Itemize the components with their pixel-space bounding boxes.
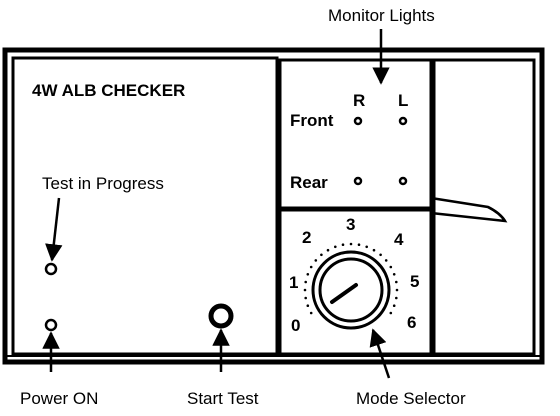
dial-tick [395,296,398,300]
dial-number-5: 5 [410,272,419,291]
dial-number-0: 0 [291,316,300,335]
mode-selector-pointer [330,283,358,304]
dial-number-6: 6 [407,313,416,332]
dial-tick [365,245,369,249]
dial-ticks [303,242,399,315]
dial-tick [304,296,308,300]
dial-tick [392,304,396,308]
monitor-row-front: Front [290,111,334,130]
dial-tick [304,280,308,284]
dial-tick [395,288,399,292]
mode-selector-label: Mode Selector [356,389,466,408]
dial-tick [309,311,313,315]
dial-tick [334,245,337,249]
dial-tick [389,265,393,269]
dial-number-3: 3 [346,215,355,234]
dial-number-1: 1 [289,273,298,292]
monitor-col-right: R [353,91,365,110]
main-panel [11,56,279,356]
lamp-rear-left [398,176,408,186]
dial-tick [395,280,398,284]
lamp-front-left [398,116,408,126]
dial-tick [357,243,361,246]
start-test-button[interactable] [208,303,234,329]
dial-tick [389,311,393,315]
start-test-label: Start Test [187,389,259,408]
lamp-rear-right [353,176,363,186]
dial-tick [314,259,318,262]
mode-selector-arrow [369,328,391,379]
dial-tick [303,288,307,292]
lamp-front-right [353,116,363,126]
test-in-progress-lamp [44,262,58,276]
dial-tick [349,242,353,246]
dial-tick [306,273,310,276]
power-on-label: Power ON [20,389,98,408]
monitor-lights-label: Monitor Lights [328,6,435,25]
dial-number-2: 2 [302,228,311,247]
dial-tick [384,259,388,262]
dial-tick [392,273,396,276]
dial-number-4: 4 [394,230,404,249]
cable-end [487,205,507,222]
power-on-lamp [44,318,58,332]
dial-tick [372,248,376,252]
dial-tick [326,248,330,252]
monitor-row-rear: Rear [290,173,328,192]
test-in-progress-label: Test in Progress [42,174,164,193]
dial-tick [341,243,345,246]
test-in-progress-arrow [45,197,63,262]
panel-title: 4W ALB CHECKER [32,81,185,100]
dial-tick [379,253,382,257]
monitor-col-left: L [398,91,408,110]
dial-tick [309,265,313,269]
dial-tick [306,304,310,308]
dial-tick [320,253,323,257]
